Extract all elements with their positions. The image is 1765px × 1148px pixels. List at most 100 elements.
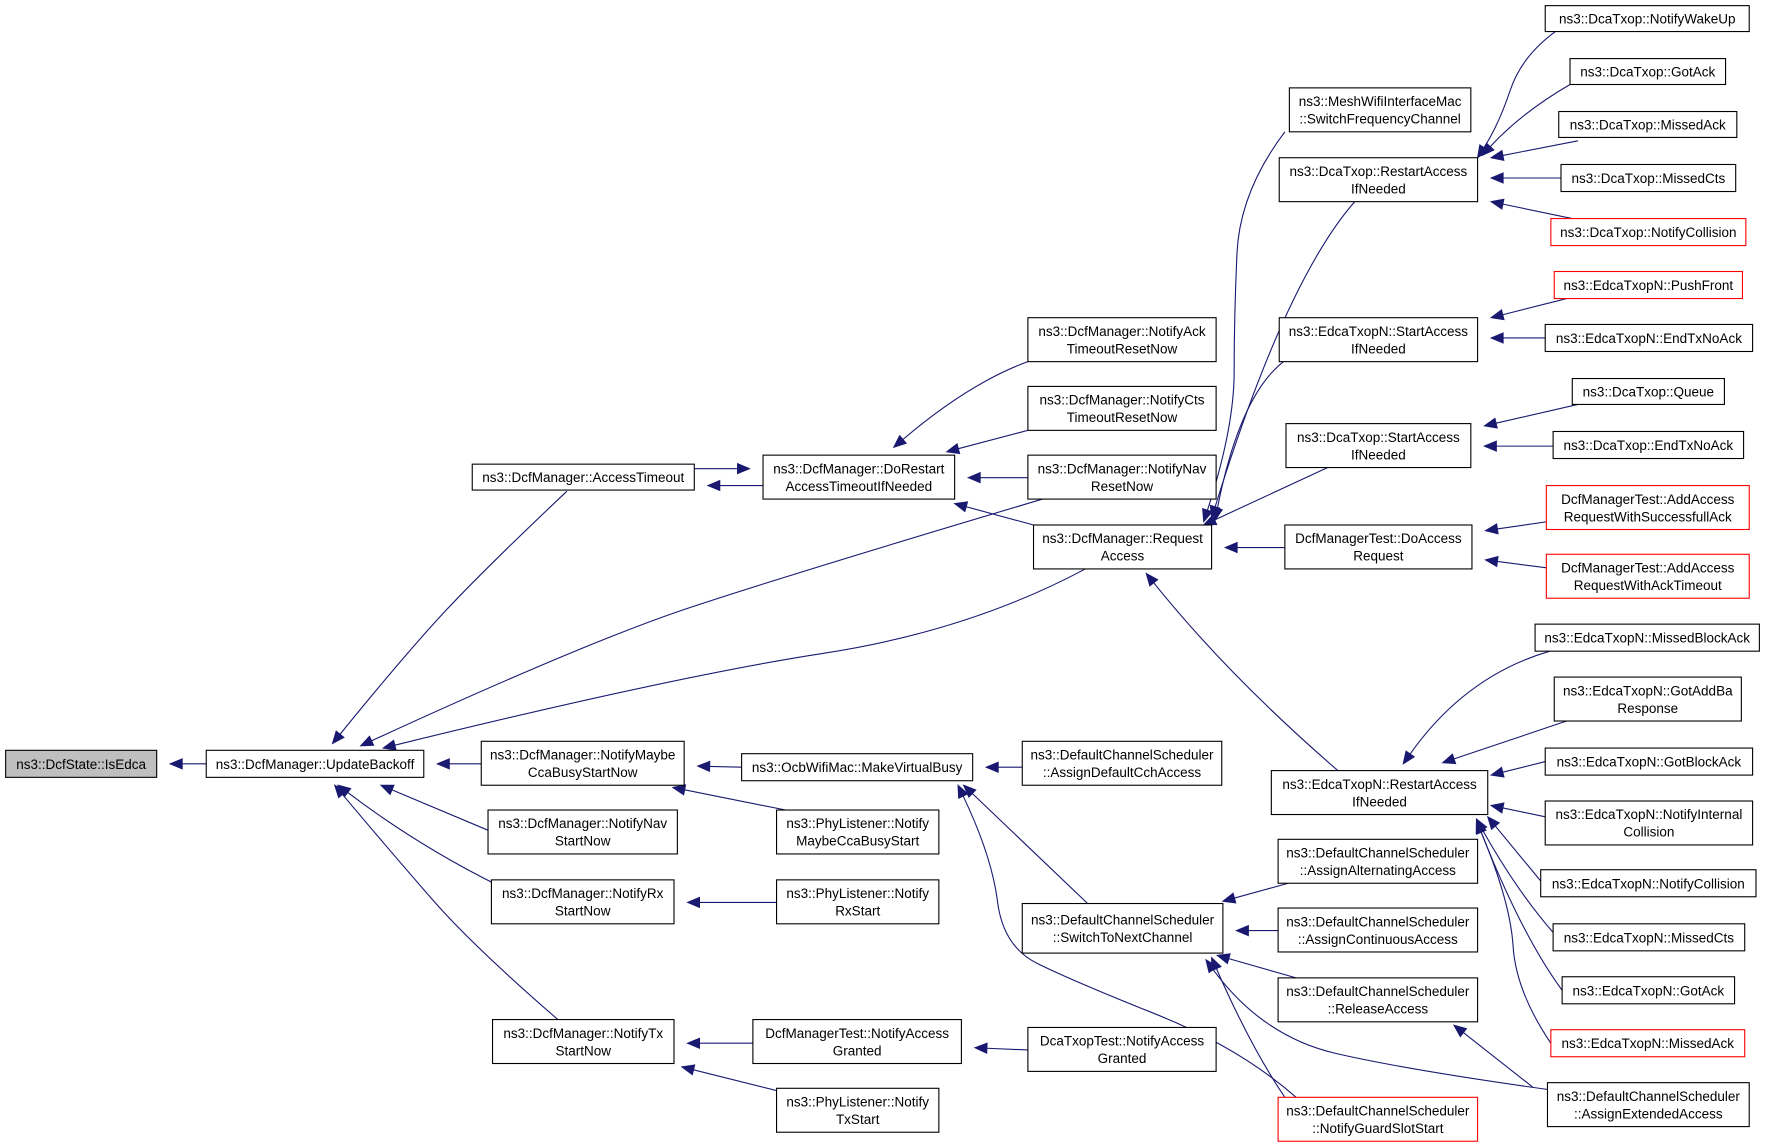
node-box[interactable] xyxy=(1545,485,1750,531)
node-dca_collision[interactable]: ns3::DcaTxop::NotifyCollision xyxy=(1550,218,1747,247)
node-box[interactable] xyxy=(471,463,695,491)
node-edca_gotack[interactable]: ns3::EdcaTxopN::GotAck xyxy=(1561,976,1736,1005)
node-box[interactable] xyxy=(1021,902,1224,954)
node-box[interactable] xyxy=(1553,270,1744,300)
node-box[interactable] xyxy=(1545,553,1750,599)
node-dca_missedcts[interactable]: ns3::DcaTxop::MissedCts xyxy=(1560,163,1737,193)
node-box[interactable] xyxy=(1546,1082,1750,1128)
node-box[interactable] xyxy=(1277,907,1479,953)
node-box[interactable] xyxy=(5,749,158,778)
node-box[interactable] xyxy=(480,740,685,786)
node-updatebackoff[interactable]: ns3::DcfManager::UpdateBackoff xyxy=(205,749,425,778)
node-box[interactable] xyxy=(1552,923,1746,952)
node-notifymaybecca[interactable]: ns3::DcfManager::NotifyMaybeCcaBusyStart… xyxy=(480,740,685,786)
node-box[interactable] xyxy=(1550,218,1747,247)
node-box[interactable] xyxy=(741,753,974,782)
node-makevirtualbusy[interactable]: ns3::OcbWifiMac::MakeVirtualBusy xyxy=(741,753,974,782)
node-box[interactable] xyxy=(1540,869,1757,898)
node-addsuccess[interactable]: DcfManagerTest::AddAccessRequestWithSucc… xyxy=(1545,485,1750,531)
node-releaseaccess[interactable]: ns3::DefaultChannelScheduler::ReleaseAcc… xyxy=(1277,977,1479,1023)
node-box[interactable] xyxy=(1032,524,1213,570)
node-box[interactable] xyxy=(776,879,940,925)
node-box[interactable] xyxy=(1027,454,1217,500)
node-edca_missedblockack[interactable]: ns3::EdcaTxopN::MissedBlockAck xyxy=(1534,623,1760,652)
node-phy_maybecca[interactable]: ns3::PhyListener::NotifyMaybeCcaBusyStar… xyxy=(776,809,940,855)
node-dca_endtxnoack[interactable]: ns3::DcaTxop::EndTxNoAck xyxy=(1552,430,1745,460)
node-box[interactable] xyxy=(1285,423,1472,469)
node-assigndefaultcch[interactable]: ns3::DefaultChannelScheduler::AssignDefa… xyxy=(1021,740,1223,786)
node-box[interactable] xyxy=(1544,323,1754,353)
node-box[interactable] xyxy=(1558,110,1738,138)
node-box[interactable] xyxy=(491,1019,675,1065)
node-box[interactable] xyxy=(1560,163,1737,193)
node-notifycts[interactable]: ns3::DcfManager::NotifyCtsTimeoutResetNo… xyxy=(1027,385,1217,431)
node-edca_pushfront[interactable]: ns3::EdcaTxopN::PushFront xyxy=(1553,270,1744,300)
node-box[interactable] xyxy=(776,1087,940,1133)
node-assignextended[interactable]: ns3::DefaultChannelScheduler::AssignExte… xyxy=(1546,1082,1750,1128)
node-isedca[interactable]: ns3::DcfState::IsEdca xyxy=(5,749,158,778)
node-assignalternating[interactable]: ns3::DefaultChannelScheduler::AssignAlte… xyxy=(1277,838,1479,884)
node-dca_queue[interactable]: ns3::DcaTxop::Queue xyxy=(1571,377,1725,405)
node-box[interactable] xyxy=(1027,1026,1217,1072)
node-box[interactable] xyxy=(1544,747,1754,776)
node-box[interactable] xyxy=(1544,800,1754,846)
node-box[interactable] xyxy=(1553,676,1742,722)
node-box[interactable] xyxy=(1561,976,1736,1005)
node-box[interactable] xyxy=(1278,317,1479,363)
node-box[interactable] xyxy=(752,1019,962,1065)
node-box[interactable] xyxy=(205,749,425,778)
node-box[interactable] xyxy=(1544,5,1750,33)
node-box[interactable] xyxy=(1277,977,1479,1023)
node-dca_missedack[interactable]: ns3::DcaTxop::MissedAck xyxy=(1558,110,1738,138)
node-edca_gotblockack[interactable]: ns3::EdcaTxopN::GotBlockAck xyxy=(1544,747,1754,776)
node-box[interactable] xyxy=(776,809,940,855)
node-meshswitch[interactable]: ns3::MeshWifiInterfaceMac::SwitchFrequen… xyxy=(1288,87,1472,133)
node-edca_missedcts[interactable]: ns3::EdcaTxopN::MissedCts xyxy=(1552,923,1746,952)
node-accesstimeout[interactable]: ns3::DcfManager::AccessTimeout xyxy=(471,463,695,491)
node-notifyguardslot[interactable]: ns3::DefaultChannelScheduler::NotifyGuar… xyxy=(1277,1096,1479,1142)
node-box[interactable] xyxy=(1569,58,1727,86)
node-box[interactable] xyxy=(1288,87,1472,133)
node-box[interactable] xyxy=(1571,377,1725,405)
node-edca_endtxnoack[interactable]: ns3::EdcaTxopN::EndTxNoAck xyxy=(1544,323,1754,353)
node-box[interactable] xyxy=(1278,157,1479,203)
node-edca_notifycollision[interactable]: ns3::EdcaTxopN::NotifyCollision xyxy=(1540,869,1757,898)
node-box[interactable] xyxy=(1021,740,1223,786)
node-box[interactable] xyxy=(1534,623,1760,652)
node-box[interactable] xyxy=(1027,385,1217,431)
node-box[interactable] xyxy=(1277,1096,1479,1142)
node-box[interactable] xyxy=(762,454,956,500)
node-box[interactable] xyxy=(1277,838,1479,884)
node-box[interactable] xyxy=(490,879,675,925)
node-box[interactable] xyxy=(1027,317,1217,363)
node-notifyacktimeout[interactable]: ns3::DcfManager::NotifyAckTimeoutResetNo… xyxy=(1027,317,1217,363)
node-box[interactable] xyxy=(1552,430,1745,460)
node-assigncontinuous[interactable]: ns3::DefaultChannelScheduler::AssignCont… xyxy=(1277,907,1479,953)
node-dorestart[interactable]: ns3::DcfManager::DoRestartAccessTimeoutI… xyxy=(762,454,956,500)
node-box[interactable] xyxy=(1550,1029,1746,1058)
node-box[interactable] xyxy=(1270,770,1489,816)
node-switchtonext[interactable]: ns3::DefaultChannelScheduler::SwitchToNe… xyxy=(1021,902,1224,954)
node-box[interactable] xyxy=(487,809,678,855)
node-edca_missedack[interactable]: ns3::EdcaTxopN::MissedAck xyxy=(1550,1029,1746,1058)
node-addacktimeout[interactable]: DcfManagerTest::AddAccessRequestWithAckT… xyxy=(1545,553,1750,599)
node-dca_wakeup[interactable]: ns3::DcaTxop::NotifyWakeUp xyxy=(1544,5,1750,33)
node-dca_gotack[interactable]: ns3::DcaTxop::GotAck xyxy=(1569,58,1727,86)
node-box[interactable] xyxy=(1284,524,1473,570)
